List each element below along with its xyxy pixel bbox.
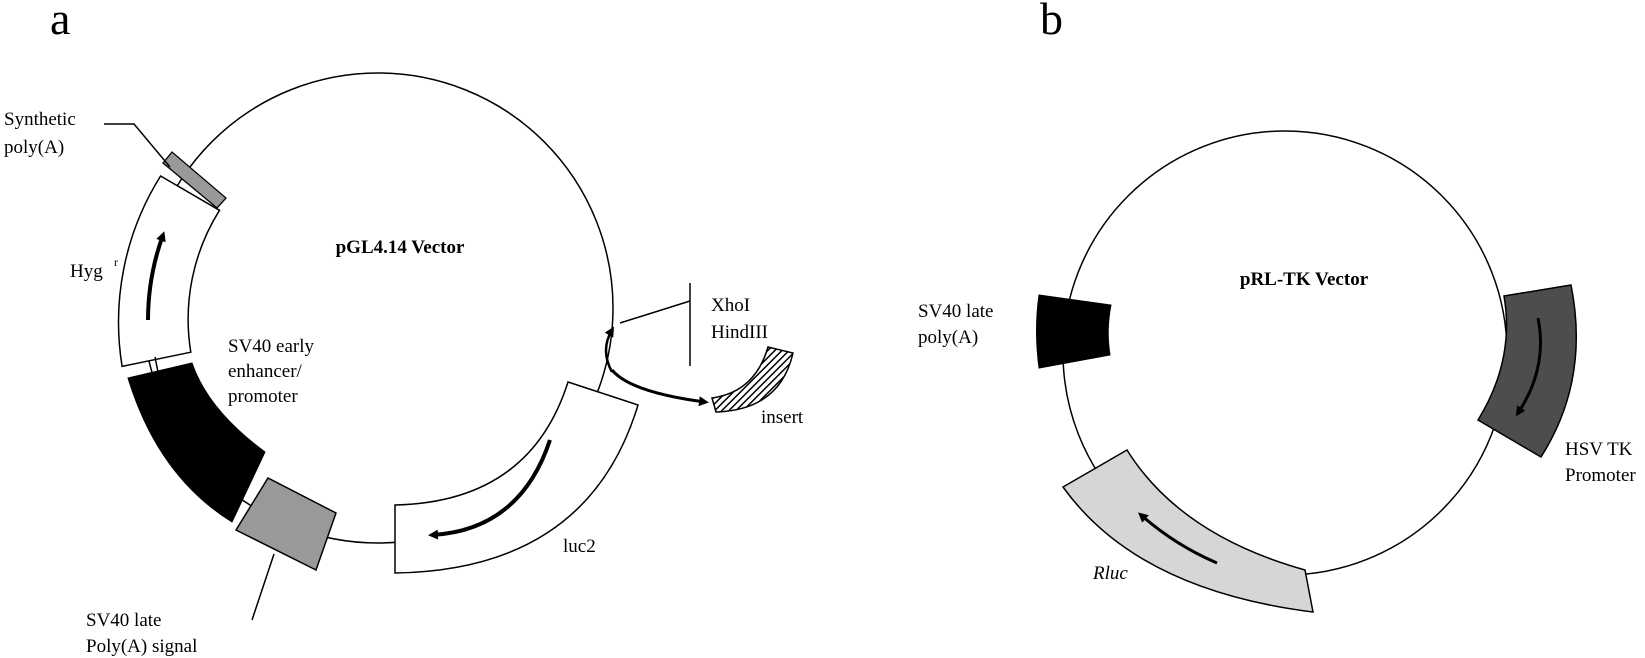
luc2-feature: luc2 (394, 381, 639, 574)
hygr-direction-arrow (146, 231, 166, 321)
rluc-label: Rluc (1092, 563, 1128, 584)
hsv-tk-label-line2: Promoter (1565, 465, 1636, 486)
insert-label: insert (761, 407, 804, 428)
sv40-late-polya-label-line2: Poly(A) signal (86, 636, 197, 657)
sv40-late-b-label-line1: SV40 late (918, 301, 993, 322)
xhoi-label: XhoI (711, 295, 750, 316)
hsv-tk-label-line1: HSV TK (1565, 439, 1633, 460)
sv40-late-polya-label-line1: SV40 late (86, 610, 161, 631)
panel-a: a pGL4.14 Vector Synthetic poly(A) Hyg r… (4, 0, 804, 657)
luc2-direction-arrow (428, 439, 552, 540)
hsv-tk-direction-arrow (1515, 317, 1542, 417)
hsv-tk-promoter-feature: HSV TK Promoter (1476, 284, 1636, 486)
luc2-label: luc2 (563, 536, 596, 557)
sv40-late-polya-feature: SV40 late Poly(A) signal (86, 477, 337, 657)
hygr-label-superscript: r (114, 255, 118, 269)
sv40-late-b-label-line2: poly(A) (918, 327, 978, 348)
insertion-arrow-up (604, 326, 615, 373)
synthetic-polya-label-line2: poly(A) (4, 137, 64, 158)
hygr-feature: Hyg r (70, 174, 221, 368)
panel-b: b pRL-TK Vector SV40 late poly(A) HSV TK… (918, 0, 1636, 613)
cloning-site: XhoI HindIII insert (604, 283, 804, 428)
panel-b-letter: b (1040, 0, 1063, 44)
sv40-early-label-line3: promoter (228, 386, 298, 407)
synthetic-polya-feature: Synthetic poly(A) (4, 109, 227, 209)
sv40-late-polya-b-feature: SV40 late poly(A) (918, 294, 1112, 369)
pgl414-title: pGL4.14 Vector (336, 237, 465, 258)
hygr-label: Hyg (70, 261, 103, 282)
insert-fragment (711, 346, 794, 413)
insertion-arrow-right (610, 369, 709, 407)
prltk-title: pRL-TK Vector (1240, 269, 1369, 290)
rluc-feature: Rluc (1061, 448, 1314, 613)
rluc-direction-arrow (1138, 512, 1218, 565)
sv40-early-label-line2: enhancer/ (228, 361, 303, 382)
synthetic-polya-label-line1: Synthetic (4, 109, 76, 130)
hindiii-label: HindIII (711, 322, 768, 343)
sv40-early-label-line1: SV40 early (228, 336, 315, 357)
sv40-early-enhancer-feature: SV40 early enhancer/ promoter (127, 336, 315, 523)
panel-a-letter: a (50, 0, 70, 44)
